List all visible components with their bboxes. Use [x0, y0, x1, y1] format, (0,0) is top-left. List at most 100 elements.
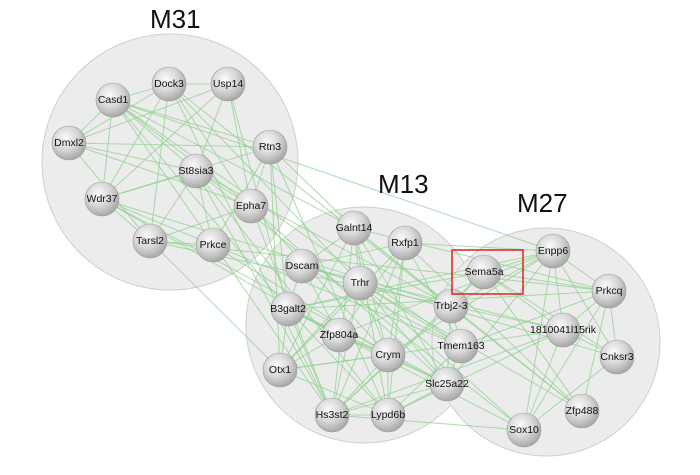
edge-trhr-sox10 — [359, 282, 525, 431]
node-circle-rtn3[interactable] — [252, 129, 288, 165]
module-label-m27: M27 — [517, 188, 568, 218]
edge-usp14-wdr37 — [101, 83, 229, 200]
edge-crym-enpp6 — [387, 250, 554, 356]
node-circle-trhr[interactable] — [342, 265, 378, 301]
edge-rtn3-galnt14 — [269, 146, 355, 229]
node-circle-dmxl2[interactable] — [51, 125, 87, 161]
edge-rtn3-b3galt2 — [269, 146, 289, 310]
node-crym[interactable]: Crym — [370, 337, 406, 373]
edge-casd1-enpp6 — [112, 99, 554, 252]
edge-lypd6b-rik1810041 — [387, 329, 564, 416]
node-label-rtn3: Rtn3 — [259, 141, 281, 153]
node-dock3[interactable]: Dock3 — [151, 66, 187, 102]
node-b3galt2[interactable]: B3galt2 — [270, 291, 306, 327]
node-circle-otx1[interactable] — [262, 352, 298, 388]
module-labels: M31 M13 M27 — [150, 4, 568, 218]
node-circle-galnt14[interactable] — [336, 210, 372, 246]
node-label-tarsl2: Tarsl2 — [136, 235, 164, 247]
node-circle-sox10[interactable] — [506, 412, 542, 448]
node-label-rxfp1: Rxfp1 — [391, 237, 419, 249]
node-circle-crym[interactable] — [370, 337, 406, 373]
edge-cnksr3-sox10 — [523, 356, 618, 431]
edge-prkce-tmem163 — [212, 244, 462, 347]
node-slc25a22[interactable]: Slc25a22 — [425, 366, 469, 402]
node-circle-b3galt2[interactable] — [270, 291, 306, 327]
node-circle-lypd6b[interactable] — [370, 397, 406, 433]
node-label-b3galt2: B3galt2 — [270, 303, 306, 315]
node-circle-zfp804a[interactable] — [321, 317, 357, 353]
node-circle-slc25a22[interactable] — [429, 366, 465, 402]
node-label-epha7: Epha7 — [236, 200, 267, 212]
node-casd1[interactable]: Casd1 — [95, 82, 131, 118]
node-circle-sema5a[interactable] — [466, 254, 502, 290]
node-circle-wdr37[interactable] — [84, 181, 120, 217]
node-circle-dock3[interactable] — [151, 66, 187, 102]
node-usp14[interactable]: Usp14 — [210, 66, 246, 102]
edge-trhr-slc25a22 — [359, 282, 448, 385]
node-sox10[interactable]: Sox10 — [506, 412, 542, 448]
node-dmxl2[interactable]: Dmxl2 — [51, 125, 87, 161]
node-circle-prkce[interactable] — [195, 227, 231, 263]
node-wdr37[interactable]: Wdr37 — [84, 181, 120, 217]
node-rtn3[interactable]: Rtn3 — [252, 129, 288, 165]
node-circle-rxfp1[interactable] — [387, 225, 423, 261]
node-circle-cnksr3[interactable] — [599, 339, 635, 375]
node-rik1810041[interactable]: 1810041l15rik — [530, 312, 597, 348]
node-circle-usp14[interactable] — [210, 66, 246, 102]
sema5a-highlight-box — [451, 249, 524, 295]
edge-rxfp1-otx1 — [279, 242, 406, 371]
edge-prkcq-sox10 — [523, 290, 610, 431]
node-lypd6b[interactable]: Lypd6b — [370, 397, 406, 433]
node-circle-zfp488[interactable] — [564, 393, 600, 429]
node-label-prkce: Prkce — [200, 239, 227, 251]
node-zfp804a[interactable]: Zfp804a — [320, 317, 359, 353]
node-trhr[interactable]: Trhr — [342, 265, 378, 301]
edge-casd1-b3galt2 — [112, 99, 289, 310]
node-tmem163[interactable]: Tmem163 — [437, 328, 485, 364]
node-circle-st8sia3[interactable] — [178, 153, 214, 189]
node-rxfp1[interactable]: Rxfp1 — [387, 225, 423, 261]
edge-rtn3-otx1 — [269, 146, 281, 371]
node-label-sema5a: Sema5a — [464, 266, 503, 278]
node-cnksr3[interactable]: Cnksr3 — [599, 339, 635, 375]
edge-wdr37-prkce — [101, 198, 214, 246]
edge-dock3-hs3st2 — [168, 83, 333, 416]
node-sema5a[interactable]: Sema5a — [464, 254, 504, 290]
node-label-dock3: Dock3 — [154, 78, 184, 90]
node-circle-tarsl2[interactable] — [132, 223, 168, 259]
node-zfp488[interactable]: Zfp488 — [564, 393, 600, 429]
node-prkcq[interactable]: Prkcq — [591, 273, 627, 309]
node-trbj23[interactable]: Trbj2-3 — [433, 288, 469, 324]
node-circle-casd1[interactable] — [95, 82, 131, 118]
node-label-slc25a22: Slc25a22 — [425, 378, 469, 390]
edge-casd1-st8sia3 — [112, 99, 197, 172]
edge-enpp6-cnksr3 — [552, 250, 618, 358]
node-dscam[interactable]: Dscam — [284, 248, 320, 284]
node-enpp6[interactable]: Enpp6 — [535, 233, 571, 269]
node-otx1[interactable]: Otx1 — [262, 352, 298, 388]
node-circle-rik1810041[interactable] — [545, 312, 581, 348]
node-st8sia3[interactable]: St8sia3 — [178, 153, 214, 189]
node-circle-trbj23[interactable] — [433, 288, 469, 324]
node-hs3st2[interactable]: Hs3st2 — [314, 397, 350, 433]
node-circle-dscam[interactable] — [284, 248, 320, 284]
edge-enpp6-sox10 — [523, 250, 554, 431]
edge-usp14-dmxl2 — [68, 83, 229, 144]
node-circle-prkcq[interactable] — [591, 273, 627, 309]
node-label-rik1810041: 1810041l15rik — [530, 324, 597, 336]
node-circle-hs3st2[interactable] — [314, 397, 350, 433]
node-label-sox10: Sox10 — [509, 424, 539, 436]
node-prkce[interactable]: Prkce — [195, 227, 231, 263]
edge-tarsl2-otx1 — [149, 240, 281, 371]
node-epha7[interactable]: Epha7 — [233, 188, 269, 224]
edge-sema5a-cnksr3 — [483, 271, 618, 358]
node-label-usp14: Usp14 — [213, 78, 244, 90]
edge-trbj23-rik1810041 — [450, 305, 564, 331]
node-circle-enpp6[interactable] — [535, 233, 571, 269]
edge-rxfp1-tmem163 — [404, 242, 462, 347]
node-circle-epha7[interactable] — [233, 188, 269, 224]
node-galnt14[interactable]: Galnt14 — [336, 210, 373, 246]
node-tarsl2[interactable]: Tarsl2 — [132, 223, 168, 259]
node-label-enpp6: Enpp6 — [538, 245, 569, 257]
node-circle-tmem163[interactable] — [443, 328, 479, 364]
